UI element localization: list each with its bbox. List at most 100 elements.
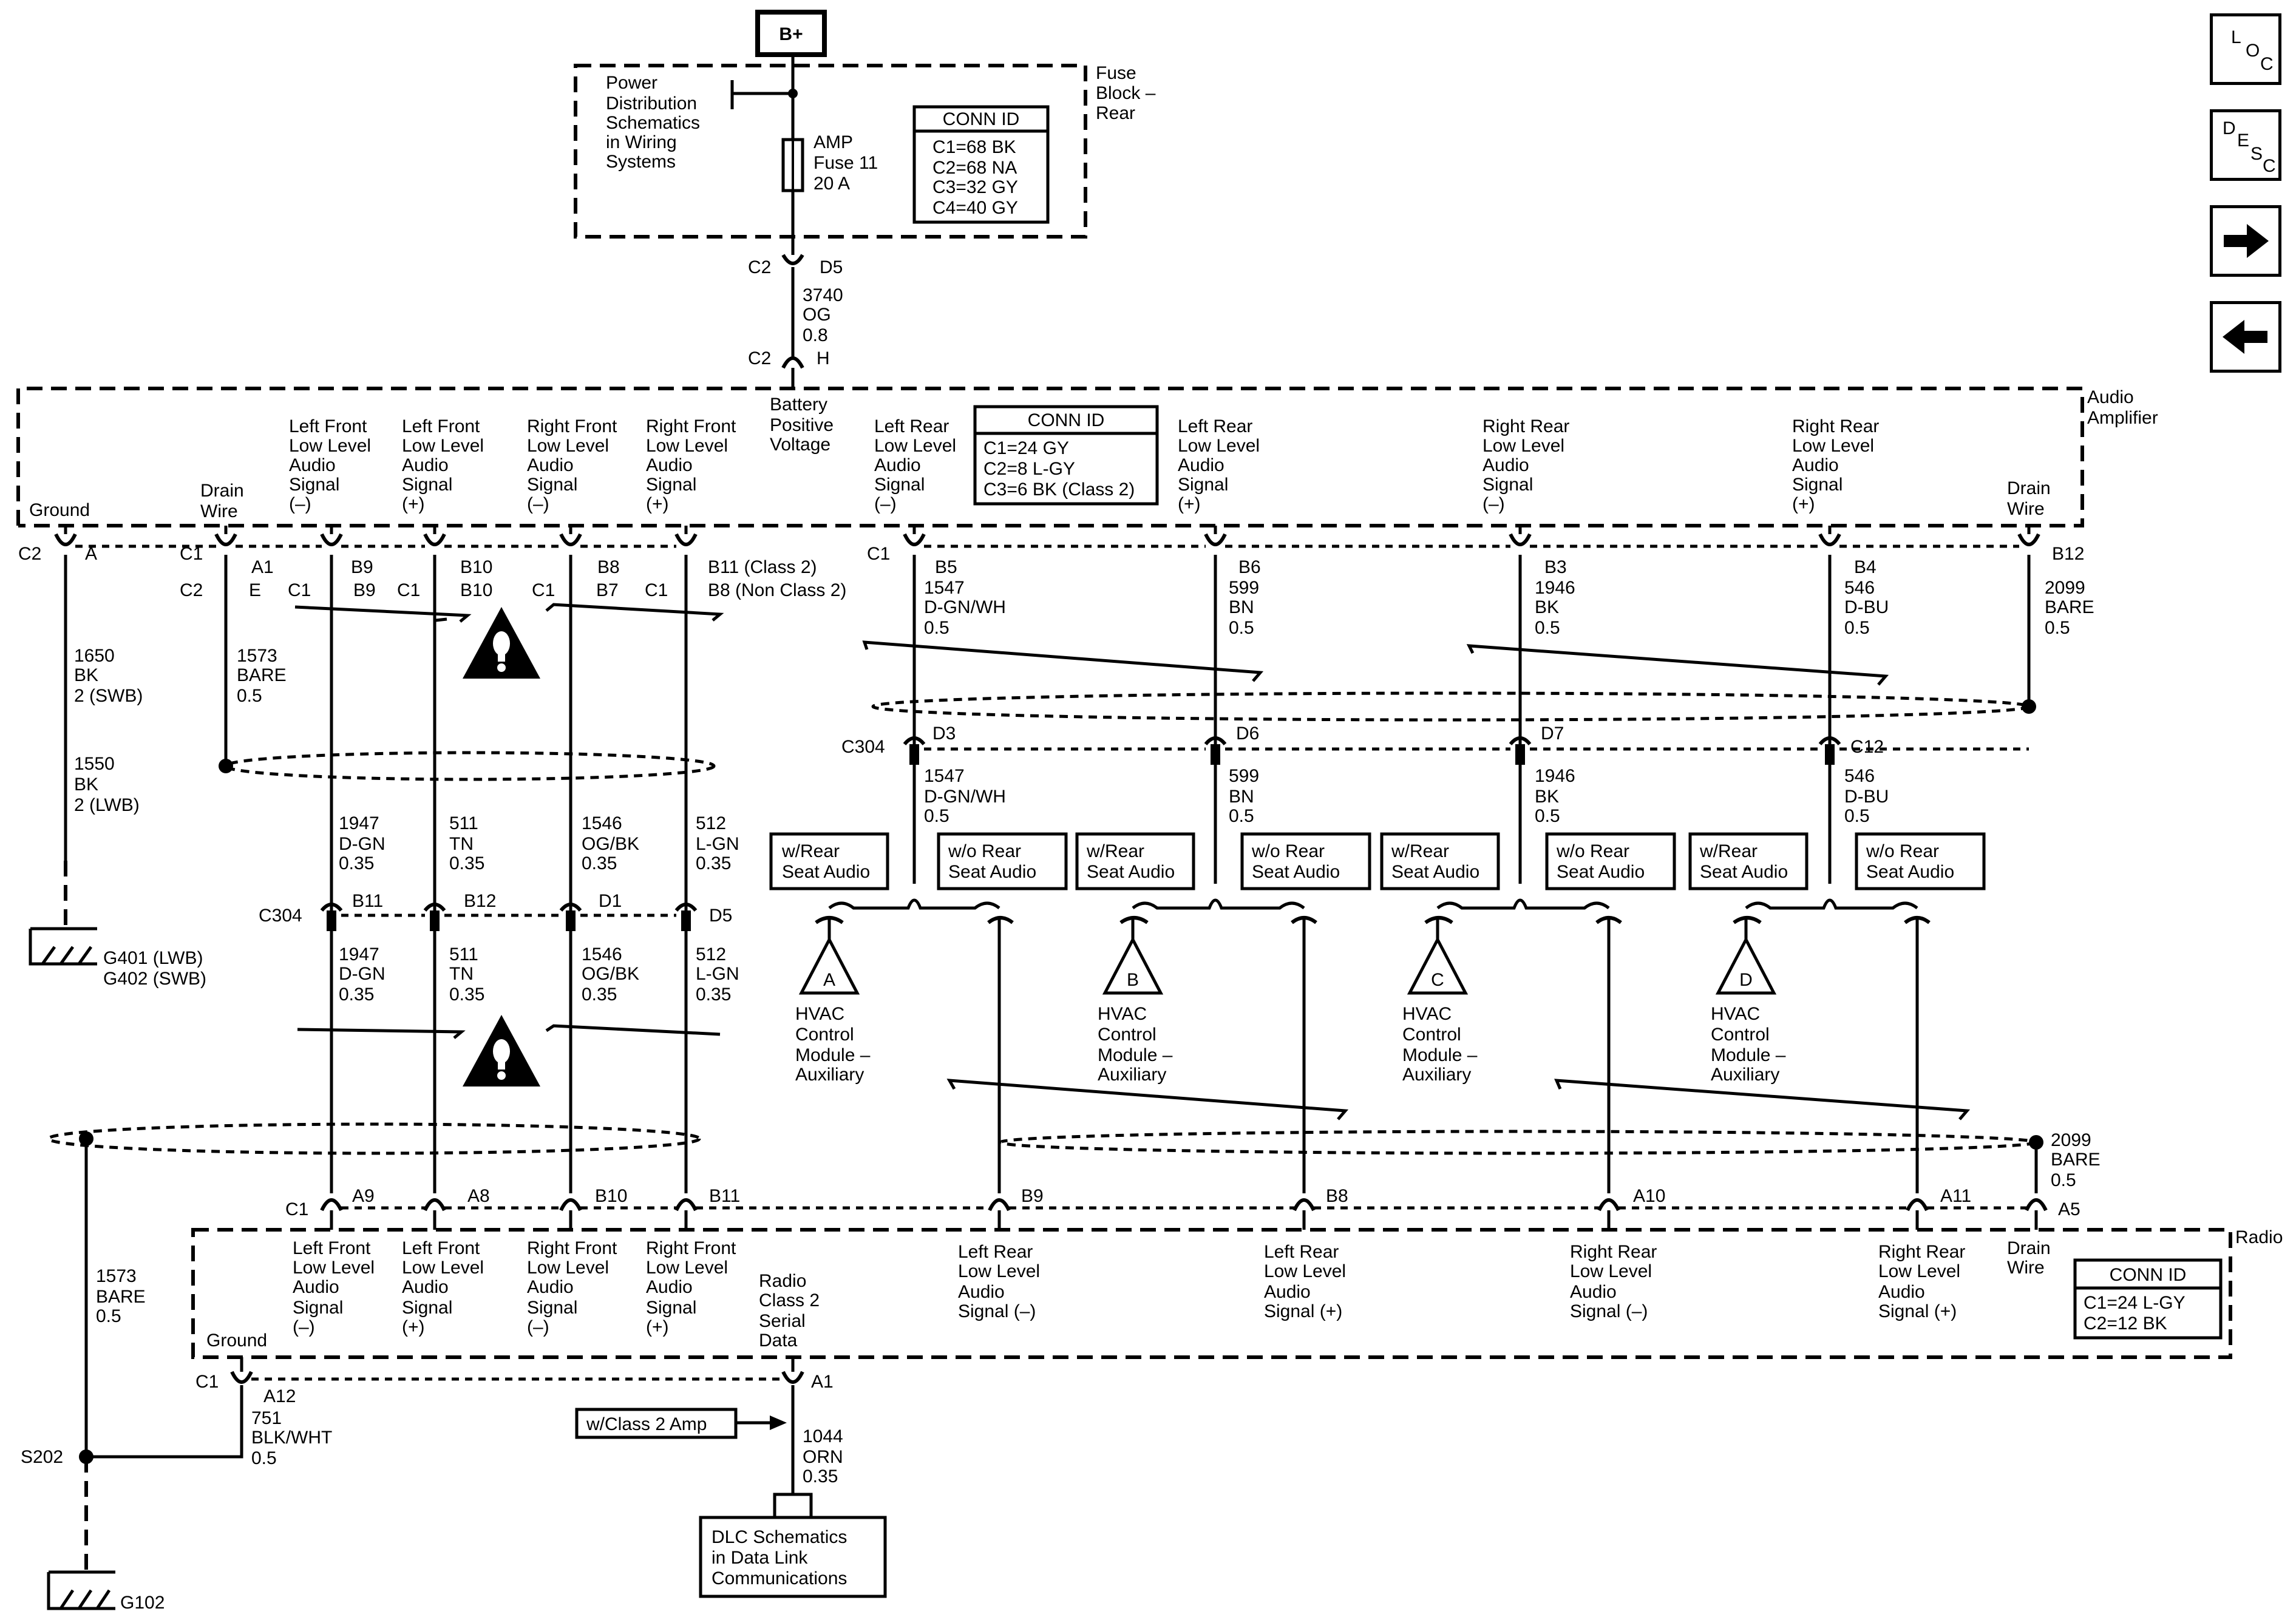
svg-text:Signal: Signal	[646, 475, 696, 495]
loc-letter-o: O	[2246, 41, 2260, 61]
svg-text:B4: B4	[1854, 557, 1877, 577]
svg-text:D1: D1	[599, 891, 622, 911]
desc-letter-s: S	[2250, 144, 2263, 164]
svg-text:B8: B8	[1326, 1186, 1348, 1206]
svg-text:Low Level: Low Level	[874, 436, 956, 456]
option-without-rsa-4: w/o Rear Seat Audio	[1855, 832, 1986, 890]
svg-text:(+): (+)	[646, 1317, 669, 1337]
svg-text:Left Rear: Left Rear	[1178, 416, 1252, 436]
svg-text:Signal: Signal	[1483, 475, 1533, 495]
svg-text:B10: B10	[595, 1186, 627, 1206]
svg-text:Left Front: Left Front	[402, 416, 480, 436]
svg-text:Auxiliary: Auxiliary	[1711, 1065, 1779, 1085]
battery-positive-label: Battery Positive Voltage	[770, 395, 834, 455]
radio-rr-minus-label: Right Rear Low Level Audio Signal (–)	[1570, 1242, 1657, 1321]
svg-text:BK: BK	[74, 665, 98, 685]
svg-text:Low Level: Low Level	[1264, 1261, 1346, 1281]
power-distribution-label: Power Distribution Schematics in Wiring …	[606, 73, 700, 172]
rear-twisted-pair-markers	[946, 1079, 1971, 1120]
rear-channel-wires-top	[862, 555, 2031, 744]
fuse-label: AMP Fuse 11 20 A	[813, 132, 878, 194]
svg-text:Right Front: Right Front	[646, 1238, 736, 1258]
svg-text:C304: C304	[841, 737, 885, 757]
desc-letter-c: C	[2263, 156, 2276, 176]
svg-text:1946: 1946	[1535, 766, 1575, 786]
option-with-rsa-3: w/Rear Seat Audio	[1380, 832, 1500, 890]
shield-front-bottom	[47, 1122, 701, 1155]
svg-text:A: A	[823, 970, 835, 990]
svg-text:A11: A11	[1940, 1186, 1971, 1206]
svg-text:Schematics: Schematics	[606, 113, 700, 133]
svg-text:BK: BK	[1535, 787, 1559, 807]
wire-3740-label: 3740 OG 0.8	[803, 285, 843, 345]
svg-text:0.5: 0.5	[96, 1306, 121, 1326]
svg-text:751: 751	[251, 1408, 282, 1428]
svg-text:0.35: 0.35	[582, 853, 617, 873]
svg-text:Audio: Audio	[646, 455, 693, 475]
c2h-label: C2	[748, 348, 771, 368]
svg-text:C1: C1	[180, 544, 203, 564]
svg-text:C2=68 NA: C2=68 NA	[932, 158, 1017, 178]
svg-text:Right Front: Right Front	[527, 416, 617, 436]
svg-text:Low Level: Low Level	[646, 1258, 728, 1278]
radio-outline	[191, 1228, 2232, 1359]
svg-text:B12: B12	[2052, 544, 2084, 564]
svg-text:B8: B8	[597, 557, 620, 577]
svg-text:Left Front: Left Front	[293, 1238, 371, 1258]
svg-text:Left Rear: Left Rear	[1264, 1242, 1339, 1262]
svg-text:w/o Rear: w/o Rear	[1251, 841, 1325, 861]
svg-text:Control: Control	[1098, 1025, 1156, 1045]
svg-text:Audio: Audio	[293, 1277, 339, 1297]
svg-text:D: D	[1739, 970, 1753, 990]
svg-text:Audio: Audio	[1878, 1282, 1925, 1302]
svg-text:1946: 1946	[1535, 578, 1575, 598]
description-button[interactable]: D E S C	[2210, 109, 2281, 181]
svg-text:Seat Audio: Seat Audio	[1557, 862, 1645, 882]
svg-text:A5: A5	[2058, 1199, 2080, 1219]
svg-text:D-GN/WH: D-GN/WH	[924, 787, 1006, 807]
svg-text:(+): (+)	[402, 494, 425, 514]
svg-text:Audio: Audio	[402, 1277, 449, 1297]
svg-text:Seat Audio: Seat Audio	[1087, 862, 1175, 882]
option-with-rsa-2: w/Rear Seat Audio	[1075, 832, 1195, 890]
svg-text:1546: 1546	[582, 813, 622, 833]
h-label: H	[817, 348, 830, 368]
drain-2099-bottom-label: 2099 BARE 0.5	[2051, 1130, 2101, 1190]
svg-text:Auxiliary: Auxiliary	[795, 1065, 864, 1085]
amp-lf-minus-label: Left Front Low Level Audio Signal (–)	[289, 416, 371, 514]
svg-text:Block –: Block –	[1096, 83, 1156, 103]
svg-text:B12: B12	[464, 891, 496, 911]
c304-front-connector	[320, 903, 698, 931]
forward-button[interactable]	[2210, 205, 2281, 277]
svg-text:0.5: 0.5	[2045, 618, 2070, 638]
radio-lr-plus-label: Left Rear Low Level Audio Signal (+)	[1264, 1242, 1346, 1321]
svg-text:w/o Rear: w/o Rear	[1866, 841, 1939, 861]
hvac-module-a: A HVAC Control Module – Auxiliary	[795, 936, 871, 1085]
audio-amplifier-title: Audio Amplifier	[2087, 387, 2158, 428]
svg-text:C2: C2	[180, 580, 203, 600]
svg-text:1547: 1547	[924, 766, 965, 786]
svg-text:(–): (–)	[289, 494, 311, 514]
location-button[interactable]: L O C	[2210, 13, 2281, 85]
svg-text:D6: D6	[1236, 724, 1259, 744]
fuse-conn-id: CONN ID C1=68 BK C2=68 NA C3=32 GY C4=40…	[912, 105, 1050, 224]
hvac-module-d: D HVAC Control Module – Auxiliary	[1711, 936, 1786, 1085]
svg-text:Low Level: Low Level	[1792, 436, 1874, 456]
radio-ground-label: Ground	[206, 1331, 267, 1351]
back-button[interactable]	[2210, 301, 2281, 373]
svg-text:Low Level: Low Level	[527, 436, 609, 456]
amp-pin-row	[54, 526, 2040, 548]
svg-text:Battery: Battery	[770, 395, 827, 415]
svg-text:HVAC: HVAC	[1098, 1004, 1147, 1024]
radio-rf-minus-label: Right Front Low Level Audio Signal (–)	[527, 1238, 617, 1337]
svg-text:Signal (+): Signal (+)	[1878, 1301, 1957, 1321]
svg-text:Low Level: Low Level	[1570, 1261, 1652, 1281]
svg-text:D-GN: D-GN	[339, 964, 385, 984]
svg-text:Seat Audio: Seat Audio	[1391, 862, 1479, 882]
svg-text:C1: C1	[285, 1199, 308, 1219]
svg-text:Low Level: Low Level	[1878, 1261, 1960, 1281]
svg-text:(+): (+)	[1178, 494, 1201, 514]
svg-text:C1: C1	[195, 1372, 219, 1392]
svg-text:D-BU: D-BU	[1844, 597, 1889, 617]
svg-text:(+): (+)	[402, 1317, 425, 1337]
